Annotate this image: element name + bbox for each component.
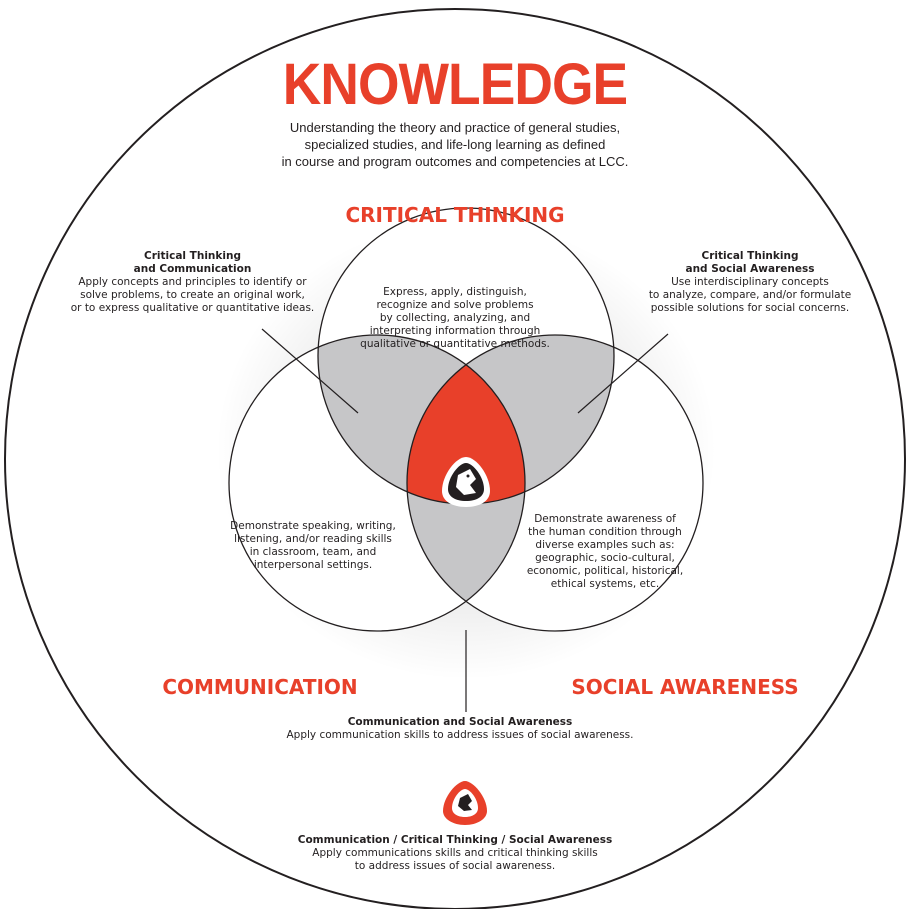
communication-heading: COMMUNICATION — [162, 675, 358, 699]
sa-text-line: geographic, socio-cultural, — [535, 552, 675, 564]
mascot-shield-icon — [442, 457, 490, 507]
knowledge-description: Understanding the theory and practice of… — [215, 119, 695, 170]
comm-sa-title: Communication and Social Awareness — [347, 716, 573, 728]
ct-comm-callout: Critical Thinking and Communication Appl… — [40, 250, 345, 315]
ct-comm-text: solve problems, to create an original wo… — [80, 289, 305, 301]
ct-comm-title: and Communication — [133, 263, 252, 275]
ct-comm-text: Apply concepts and principles to identif… — [78, 276, 307, 288]
ct-comm-text: or to express qualitative or quantitativ… — [70, 302, 315, 314]
sa-text-line: Demonstrate awareness of — [534, 513, 676, 525]
critical-thinking-heading: CRITICAL THINKING — [345, 203, 565, 227]
legend-mascot-icon — [443, 781, 487, 825]
all-three-text: Apply communications skills and critical… — [312, 847, 598, 859]
sa-text-line: diverse examples such as: — [535, 539, 675, 551]
comm-sa-callout: Communication and Social Awareness Apply… — [220, 716, 700, 742]
critical-thinking-description: Express, apply, distinguish, recognize a… — [320, 286, 590, 351]
all-three-title: Communication / Critical Thinking / Soci… — [297, 834, 613, 846]
leader-line-ct-sa — [577, 333, 669, 414]
ct-sa-title: Critical Thinking — [701, 250, 799, 262]
ct-text-line: interpreting information through — [369, 325, 541, 337]
ct-text-line: Express, apply, distinguish, — [383, 286, 527, 298]
page-title: KNOWLEDGE — [282, 52, 628, 117]
ct-text-line: recognize and solve problems — [376, 299, 534, 311]
ct-comm-title: Critical Thinking — [144, 250, 241, 262]
ct-sa-text: possible solutions for social concerns. — [650, 302, 850, 314]
ct-text-line: qualitative or quantitative methods. — [360, 338, 550, 350]
sa-text-line: the human condition through — [528, 526, 682, 538]
leader-line-ct-comm — [261, 328, 359, 414]
overlap-all — [407, 335, 525, 504]
ct-sa-text: Use interdisciplinary concepts — [671, 276, 829, 288]
knowledge-description-line: in course and program outcomes and compe… — [281, 154, 629, 169]
communication-description: Demonstrate speaking, writing, listening… — [218, 520, 408, 572]
sa-text-line: economic, political, historical, — [526, 565, 684, 577]
all-three-text: to address issues of social awareness. — [354, 860, 556, 872]
all-three-callout: Communication / Critical Thinking / Soci… — [215, 834, 695, 873]
comm-sa-text: Apply communication skills to address is… — [286, 729, 634, 741]
ct-text-line: by collecting, analyzing, and — [379, 312, 531, 324]
ct-sa-title: and Social Awareness — [685, 263, 815, 275]
ct-sa-text: to analyze, compare, and/or formulate — [648, 289, 852, 301]
comm-text-line: interpersonal settings. — [253, 559, 373, 571]
knowledge-description-line: Understanding the theory and practice of… — [289, 120, 621, 135]
ct-sa-callout: Critical Thinking and Social Awareness U… — [600, 250, 900, 315]
knowledge-description-line: specialized studies, and life-long learn… — [304, 137, 606, 152]
comm-text-line: listening, and/or reading skills — [234, 533, 392, 545]
comm-text-line: in classroom, team, and — [249, 546, 377, 558]
social-awareness-heading: SOCIAL AWARENESS — [571, 675, 799, 699]
comm-text-line: Demonstrate speaking, writing, — [230, 520, 396, 532]
sa-text-line: ethical systems, etc. — [550, 578, 660, 590]
social-awareness-description: Demonstrate awareness of the human condi… — [505, 513, 705, 591]
